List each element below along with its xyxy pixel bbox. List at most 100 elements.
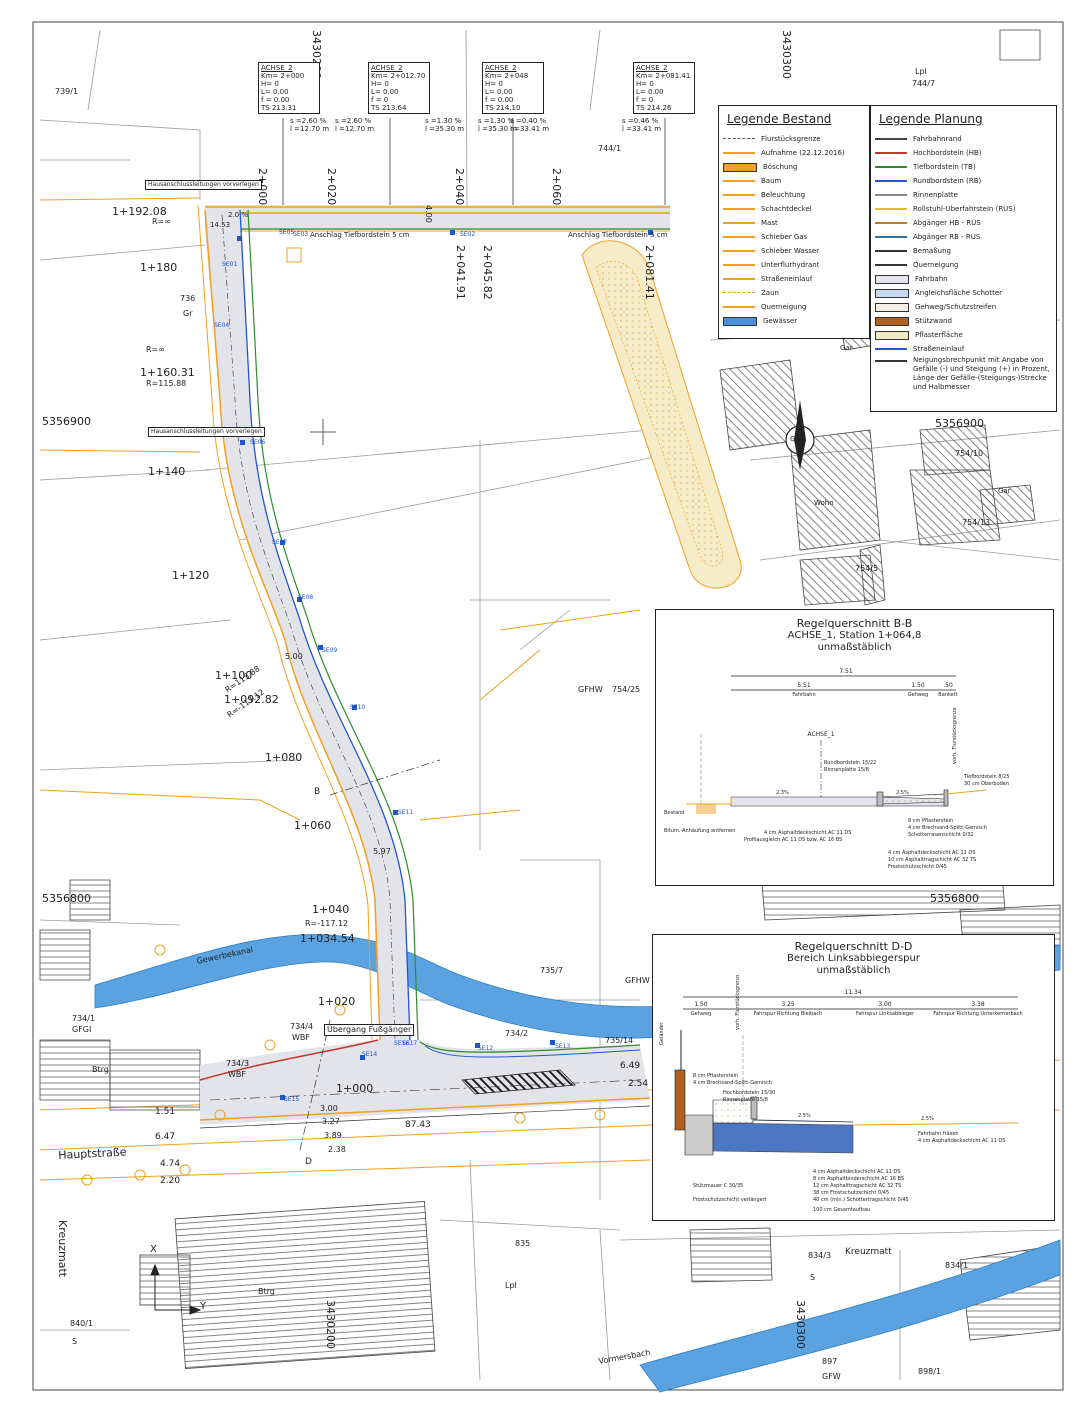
dimension-label: 3.89 xyxy=(324,1131,342,1140)
section-text: Tiefbordstein 8/25 xyxy=(963,774,1010,780)
dimension-label: 1.51 xyxy=(155,1107,176,1117)
section-text: 2.5% xyxy=(921,1116,934,1122)
section-dd-note: unmaßstäblich xyxy=(816,965,891,976)
station-label-axis1: 1+000 xyxy=(336,1082,374,1095)
legend-swatch-icon xyxy=(875,176,907,186)
profile-box-f: f = 0 xyxy=(371,96,389,104)
section-text: Schotterrasenschicht 0/32 xyxy=(908,832,974,838)
legend-row: Schieber Gas xyxy=(723,230,865,244)
section-text: Profilausgleich AC 11 DS bzw. AC 16 BS xyxy=(744,837,842,843)
existing-fill xyxy=(696,804,716,814)
building-label: Btrg xyxy=(92,1065,109,1074)
parcel-number: 736 xyxy=(180,294,196,303)
road-axis-2 xyxy=(205,205,670,232)
legend-swatch-icon xyxy=(875,260,907,270)
legend-row: Hochbordstein (HB) xyxy=(875,146,1052,160)
parcel-number: 835 xyxy=(515,1239,531,1248)
station-label-axis2: 2+020 xyxy=(325,168,338,206)
legend-swatch-icon xyxy=(723,190,755,200)
section-dd-subtitle: Bereich Linksabbiegerspur xyxy=(787,953,920,964)
curb-stone xyxy=(750,1096,758,1120)
profile-box-ts: TS 214.26 xyxy=(636,104,672,112)
sheet-frame xyxy=(32,21,1064,1391)
section-text: 8 cm Asphaltbinderschicht AC 16 BS xyxy=(813,1176,904,1182)
station-label-axis1: 1+180 xyxy=(140,261,178,274)
inlet-label: SE14 xyxy=(362,1051,378,1058)
section-text: Geländer xyxy=(659,1021,665,1045)
legend-swatch-icon xyxy=(723,162,757,172)
legend-row: Rinnenplatte xyxy=(875,188,1052,202)
parcel-number: 754/25 xyxy=(612,685,641,694)
inlet-label: SE09 xyxy=(322,647,338,654)
parcel-number: 834/1 xyxy=(945,1261,969,1270)
profile-box-km: Km= 2+000 xyxy=(261,72,305,80)
inlet-label: SE02 xyxy=(460,231,476,238)
legend-row: Schachtdeckel xyxy=(723,202,865,216)
radius-label: R=∞ xyxy=(152,217,171,226)
legend-swatch-icon xyxy=(875,356,907,366)
easting-label: 3430300 xyxy=(780,30,793,79)
profile-box-l: L= 0.00 xyxy=(485,88,513,96)
inlet-label: SE04 xyxy=(214,322,230,329)
section-text: Bankett xyxy=(938,692,957,698)
profile-box-l: L= 0.00 xyxy=(636,88,664,96)
legend-swatch-icon xyxy=(723,204,755,214)
parcel-number: 735/14 xyxy=(605,1036,634,1045)
northing-label: 5356900 xyxy=(42,415,91,428)
profile-leaders xyxy=(282,118,666,205)
legend-label: Böschung xyxy=(763,163,798,171)
legend-row: Flurstücksgrenze xyxy=(723,132,865,146)
section-text: Fahrbahn xyxy=(792,692,815,698)
profile-box-l: L= 0.00 xyxy=(261,88,289,96)
inlet-label: SE12 xyxy=(478,1045,494,1052)
section-text: 1.50 xyxy=(911,682,925,689)
station-label-axis1: 1+100 xyxy=(215,669,253,682)
legend-label: Straßeneinlauf xyxy=(913,345,965,353)
parcel-name: Kreuzmatt xyxy=(845,1247,892,1257)
section-lines xyxy=(299,759,441,1151)
crossing-note: Übergang Fußgänger xyxy=(324,1024,415,1036)
legend-swatch-icon xyxy=(875,316,909,326)
section-text: 4 cm Asphaltdeckschicht AC 11 DS xyxy=(813,1169,900,1175)
radius-label: R=115.88 xyxy=(146,379,187,388)
section-text: Stützmauer C 30/35 xyxy=(693,1183,743,1189)
inlet-label: SE10 xyxy=(350,704,366,711)
station-label-axis1: 1+080 xyxy=(265,751,303,764)
section-text: Rundbordstein 15/22 xyxy=(824,760,876,766)
legend-label: Fahrbahnrand xyxy=(913,135,962,143)
retaining-wall xyxy=(674,1069,686,1131)
parcel-number: 897 xyxy=(822,1357,838,1366)
section-text: 10 cm Asphalttragschicht AC 32 TS xyxy=(888,857,976,863)
station-label-axis1: 1+120 xyxy=(172,569,210,582)
section-bb-title: Regelquerschnitt B-B xyxy=(796,617,913,630)
section-text: Fahrspur Richtung Bleibach xyxy=(754,1011,823,1017)
inlet-label: SE01 xyxy=(222,261,238,268)
parcel-number: S xyxy=(72,1337,78,1346)
legend-label: Fahrbahn xyxy=(915,275,948,283)
parcel-number: 754/10 xyxy=(955,449,984,458)
legend-swatch-icon xyxy=(723,260,755,270)
grade-label: s =2.60 % xyxy=(335,117,372,125)
curb-stone xyxy=(943,789,949,807)
section-text: vorh. Flurstücksgrenze xyxy=(952,707,958,764)
legend-swatch-icon xyxy=(723,134,755,144)
radius-label: R=∞ xyxy=(146,345,165,354)
legend-swatch-icon xyxy=(723,232,755,242)
parcel-number: 735/7 xyxy=(540,966,564,975)
radius-label: R=-117.12 xyxy=(305,919,349,928)
road-axis-1 xyxy=(197,204,419,1041)
legend-swatch-icon xyxy=(875,344,907,354)
legend-row: Rollstuhl-Überfahrstein (RÜS) xyxy=(875,202,1052,216)
parcel-number: 739/1 xyxy=(55,87,79,96)
legend-row: Mast xyxy=(723,216,865,230)
section-text: Rinnenplatte 15/8 xyxy=(723,1097,768,1103)
legend-label: Straßeneinlauf xyxy=(761,275,813,283)
profile-box-f: f = 0 xyxy=(636,96,654,104)
legend-label: Beleuchtung xyxy=(761,191,806,199)
section-text: Gehweg xyxy=(908,692,928,698)
legend-label: Abgänger HB - RÜS xyxy=(913,219,981,227)
